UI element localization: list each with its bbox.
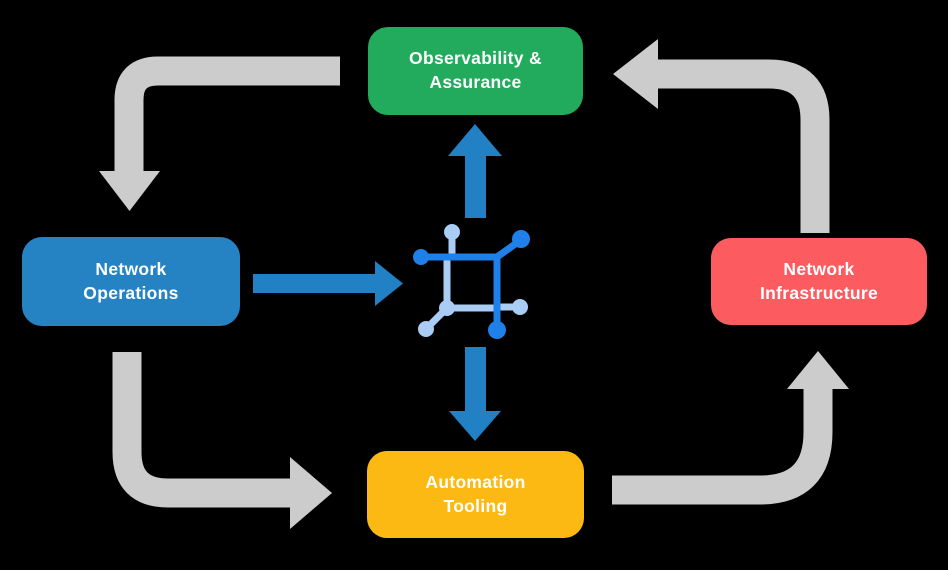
node-label: Network Operations (83, 258, 179, 303)
node-label: Automation Tooling (425, 471, 526, 516)
accent-arrowhead-down (449, 411, 501, 441)
accent-arrow-shaft (465, 154, 486, 218)
node-label: Network Infrastructure (760, 258, 878, 303)
cycle-arrow-automation-to-infrastructure (612, 351, 849, 505)
accent-arrow-shaft (253, 274, 376, 293)
cycle-arrowhead-left (613, 39, 658, 109)
cycle-arrow-observability-to-operations (99, 56, 340, 211)
node-network-infrastructure: Network Infrastructure (711, 238, 927, 325)
node-network-operations: Network Operations (22, 237, 240, 326)
node-label: Observability & Assurance (409, 48, 542, 92)
accent-arrow-operations-to-center (253, 261, 403, 306)
cycle-arrow-operations-to-automation (112, 352, 332, 529)
icon-node-circle (418, 321, 434, 337)
cycle-arrow-shaft (114, 56, 340, 174)
accent-arrowhead-right (375, 261, 403, 306)
cycle-arrowhead-up (787, 351, 849, 389)
icon-node-circle (512, 230, 530, 248)
cycle-arrow-shaft (612, 389, 833, 505)
cycle-arrow-shaft (657, 59, 830, 233)
cycle-arrowhead-right (290, 457, 332, 529)
icon-node-circle (488, 321, 506, 339)
accent-arrow-shaft (465, 347, 486, 412)
node-observability-assurance: Observability & Assurance (368, 27, 583, 115)
accent-arrowhead-up (448, 124, 502, 156)
icon-node-circle (512, 299, 528, 315)
cycle-arrow-infrastructure-to-observability (613, 39, 830, 233)
network-automation-icon (413, 224, 530, 339)
cycle-arrow-shaft (112, 352, 292, 508)
cycle-arrowhead-down (99, 171, 160, 211)
node-automation-tooling: Automation Tooling (367, 451, 584, 538)
accent-arrow-center-to-observability (448, 124, 502, 218)
accent-arrow-center-to-automation (449, 347, 501, 441)
